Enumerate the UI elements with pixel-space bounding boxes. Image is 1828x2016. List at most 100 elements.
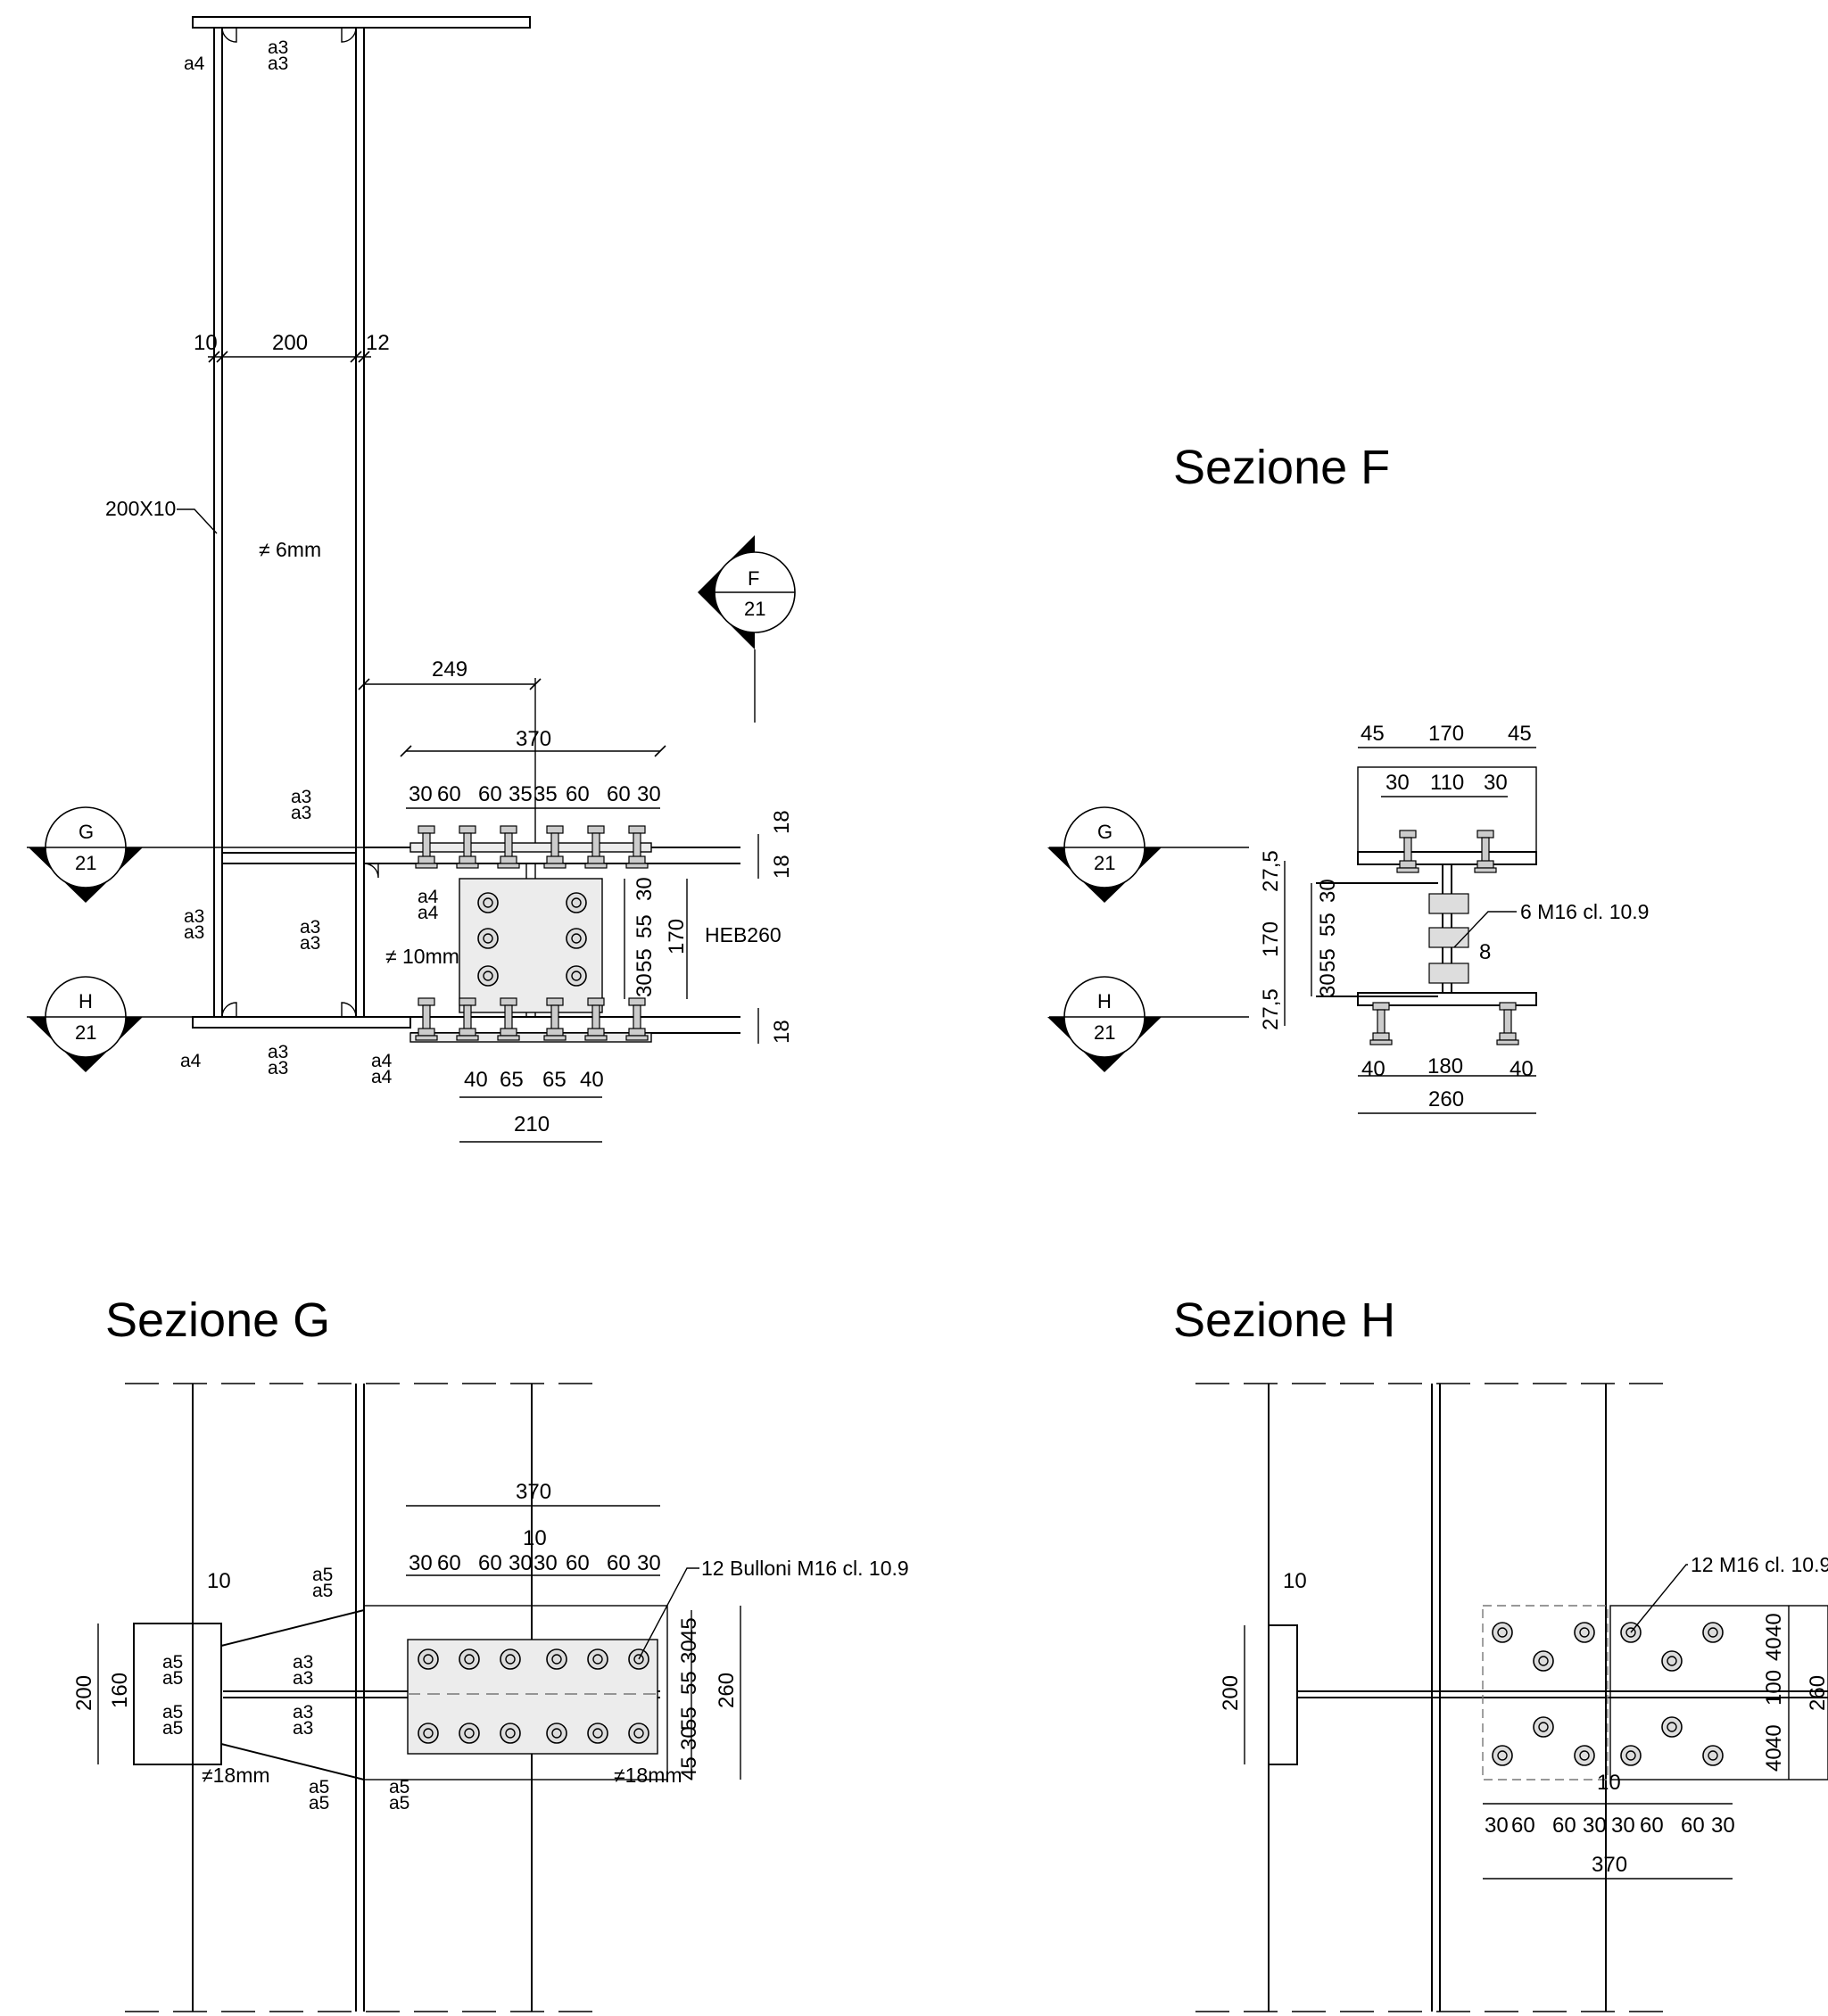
svg-text:35: 35 — [509, 782, 533, 806]
svg-text:a3: a3 — [293, 1718, 313, 1739]
svg-text:a3: a3 — [293, 1652, 313, 1673]
svg-text:60: 60 — [607, 782, 631, 806]
sez-g-dim-10: 10 — [523, 1526, 547, 1550]
svg-text:F: F — [748, 567, 759, 590]
plate-label: ≠ 10mm — [385, 945, 459, 968]
svg-text:55: 55 — [1316, 913, 1340, 937]
svg-text:H: H — [79, 990, 93, 1012]
svg-text:55: 55 — [633, 948, 657, 972]
title-sezione-h: Sezione H — [1173, 1293, 1395, 1347]
sez-g-plate-right: ≠18mm — [614, 1764, 682, 1787]
section-marker-g-right: G 21 — [1047, 806, 1162, 903]
dim-249: 249 — [432, 657, 467, 682]
svg-text:60: 60 — [607, 1551, 631, 1575]
svg-text:a3: a3 — [268, 54, 288, 74]
svg-text:30: 30 — [534, 1551, 558, 1575]
svg-text:G: G — [79, 821, 94, 843]
svg-text:30: 30 — [409, 782, 433, 806]
svg-text:40: 40 — [1361, 1057, 1385, 1081]
svg-text:21: 21 — [75, 1021, 96, 1044]
dim-10: 10 — [194, 331, 218, 355]
svg-text:60: 60 — [437, 1551, 461, 1575]
svg-text:110: 110 — [1430, 771, 1464, 795]
top-end-plate — [192, 16, 531, 29]
sez-g-dim-370: 370 — [516, 1480, 551, 1504]
svg-text:a5: a5 — [162, 1652, 183, 1673]
svg-text:a5: a5 — [389, 1793, 409, 1814]
section-marker-h-right: H 21 — [1047, 976, 1162, 1072]
sez-h-left-10: 10 — [1283, 1569, 1307, 1593]
sez-h-dim-200: 200 — [1219, 1675, 1243, 1711]
sez-g-left-10: 10 — [207, 1569, 231, 1593]
section-g-view: Sezione G 370 10 30 60 60 30 30 60 — [72, 1293, 909, 2012]
sez-h-dim-260: 260 — [1806, 1675, 1828, 1711]
svg-text:45: 45 — [1508, 722, 1532, 746]
svg-text:100: 100 — [1762, 1670, 1786, 1706]
svg-text:55: 55 — [633, 914, 657, 938]
svg-text:180: 180 — [1427, 1054, 1463, 1078]
svg-text:30: 30 — [633, 877, 657, 901]
dim-18c: 18 — [770, 1020, 794, 1044]
sez-f-web-thickness: 8 — [1479, 940, 1491, 964]
svg-text:45: 45 — [677, 1617, 701, 1641]
svg-text:40: 40 — [1762, 1747, 1786, 1772]
sez-h-bolts-label: 12 M16 cl. 10.9 — [1691, 1553, 1828, 1576]
svg-text:a3: a3 — [300, 917, 320, 938]
svg-text:a5: a5 — [162, 1668, 183, 1689]
svg-text:a3: a3 — [300, 933, 320, 954]
svg-text:60: 60 — [566, 1551, 590, 1575]
dim-370: 370 — [516, 727, 551, 751]
svg-text:35: 35 — [534, 782, 558, 806]
svg-text:40: 40 — [1762, 1637, 1786, 1661]
svg-text:a5: a5 — [162, 1702, 183, 1723]
svg-text:30: 30 — [1611, 1814, 1635, 1838]
svg-text:30: 30 — [677, 1640, 701, 1664]
svg-text:a3: a3 — [293, 1668, 313, 1689]
dim-18b: 18 — [770, 855, 794, 879]
svg-text:60: 60 — [1552, 1814, 1576, 1838]
flange-label: 200X10 — [105, 497, 176, 520]
bolt-spacing-row: 30 60 60 35 35 60 60 30 — [409, 782, 661, 806]
svg-text:60: 60 — [437, 782, 461, 806]
sez-g-bolts-label: 12 Bulloni M16 cl. 10.9 — [701, 1557, 909, 1580]
svg-text:170: 170 — [1428, 722, 1464, 746]
sez-g-plate-left: ≠18mm — [202, 1764, 270, 1787]
svg-text:60: 60 — [1640, 1814, 1664, 1838]
sez-f-bolts-label: 6 M16 cl. 10.9 — [1520, 900, 1649, 923]
svg-text:30: 30 — [409, 1551, 433, 1575]
sez-f-dim-260: 260 — [1428, 1087, 1464, 1111]
title-sezione-g: Sezione G — [105, 1293, 330, 1347]
svg-text:65: 65 — [542, 1068, 567, 1092]
svg-text:45: 45 — [1361, 722, 1385, 746]
svg-text:a5: a5 — [162, 1718, 183, 1739]
svg-text:60: 60 — [1511, 1814, 1535, 1838]
dim-12: 12 — [366, 331, 390, 355]
svg-text:30: 30 — [1484, 771, 1508, 795]
svg-text:55: 55 — [1316, 948, 1340, 972]
sez-h-mid-10: 10 — [1597, 1771, 1621, 1795]
svg-text:a5: a5 — [312, 1565, 333, 1585]
svg-text:30: 30 — [509, 1551, 533, 1575]
svg-text:27,5: 27,5 — [1259, 850, 1283, 892]
web-thickness-label: ≠ 6mm — [259, 538, 321, 561]
svg-text:21: 21 — [744, 598, 765, 620]
elevation-view: 10 200 12 200X10 ≠ 6mm 249 370 30 60 60 … — [27, 16, 796, 1143]
svg-text:a4: a4 — [371, 1051, 393, 1071]
svg-text:30: 30 — [1385, 771, 1410, 795]
svg-text:30: 30 — [637, 782, 661, 806]
svg-text:a5: a5 — [312, 1581, 333, 1601]
sez-g-dim-260: 260 — [715, 1673, 739, 1708]
section-marker-g: G 21 — [29, 806, 143, 903]
section-h-view: Sezione H 10 200 12 M16 cl. 10.9 40 40 1… — [1173, 1293, 1828, 2012]
svg-text:a3: a3 — [268, 37, 288, 58]
section-marker-h: H 21 — [29, 976, 143, 1072]
svg-text:40: 40 — [580, 1068, 604, 1092]
svg-text:a5: a5 — [309, 1793, 329, 1814]
dim-200: 200 — [272, 331, 308, 355]
sez-h-dim-370: 370 — [1592, 1853, 1627, 1877]
svg-text:a3: a3 — [268, 1058, 288, 1078]
sez-f-dim-170: 170 — [1259, 921, 1283, 957]
svg-text:30: 30 — [1316, 973, 1340, 997]
svg-text:27,5: 27,5 — [1259, 988, 1283, 1030]
dim-170-vert: 170 — [665, 919, 689, 954]
